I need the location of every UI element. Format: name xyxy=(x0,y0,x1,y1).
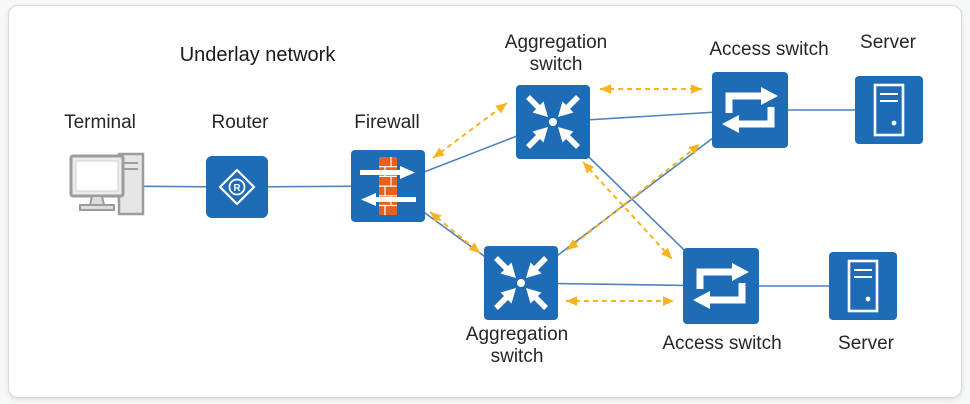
flow-arrowhead-icon xyxy=(663,296,674,306)
router-node: R xyxy=(206,156,268,218)
agg-switch-top-node xyxy=(516,85,590,159)
nodes: R xyxy=(69,72,923,324)
diagram-title: Underlay network xyxy=(179,44,336,66)
router-label: Router xyxy=(211,112,269,133)
server-bottom-label: Server xyxy=(838,333,895,354)
access-switch-top-label: Access switch xyxy=(709,39,828,60)
agg-switch-bottom-node xyxy=(484,246,558,320)
server-bottom-node xyxy=(829,252,897,320)
link-agg-switch-bottom--access-switch-top xyxy=(520,109,751,284)
flow-arrowhead-icon xyxy=(600,84,611,94)
server-top-label: Server xyxy=(860,32,917,53)
terminal-label: Terminal xyxy=(64,112,136,133)
svg-text:R: R xyxy=(233,183,241,194)
firewall-arrow-left xyxy=(361,193,416,206)
flow-arrowhead-icon xyxy=(688,144,700,155)
diagram-card xyxy=(8,5,962,398)
server-top-node xyxy=(855,76,923,144)
terminal-node xyxy=(69,152,145,216)
server-icon xyxy=(855,76,923,144)
server-icon xyxy=(829,252,897,320)
flow-arrowhead-icon xyxy=(566,296,577,306)
flow-arrowhead-icon xyxy=(495,103,507,114)
firewall-node xyxy=(351,150,425,222)
flow-arrowhead-icon xyxy=(468,242,480,253)
flow-arrowhead-icon xyxy=(433,147,445,158)
flow-arrowhead-icon xyxy=(567,239,579,250)
flow-agg-bottom-access-top xyxy=(566,143,701,251)
flow-agg-top-access-bottom xyxy=(582,161,673,260)
firewall-label: Firewall xyxy=(354,112,419,133)
access-switch-bottom-label: Access switch xyxy=(662,333,781,354)
flow-arrowhead-icon xyxy=(430,212,442,223)
flow-arrowhead-icon xyxy=(583,162,594,174)
flow-arrowhead-icon xyxy=(661,247,672,259)
access-switch-icon xyxy=(683,248,759,324)
access-switch-top-node xyxy=(712,72,788,148)
flow-arrowhead-icon xyxy=(691,84,702,94)
firewall-arrow-right xyxy=(360,166,415,179)
access-switch-icon xyxy=(712,72,788,148)
traffic-flows xyxy=(429,84,702,306)
access-switch-bottom-node xyxy=(683,248,759,324)
flow-firewall-agg-top xyxy=(432,102,508,159)
